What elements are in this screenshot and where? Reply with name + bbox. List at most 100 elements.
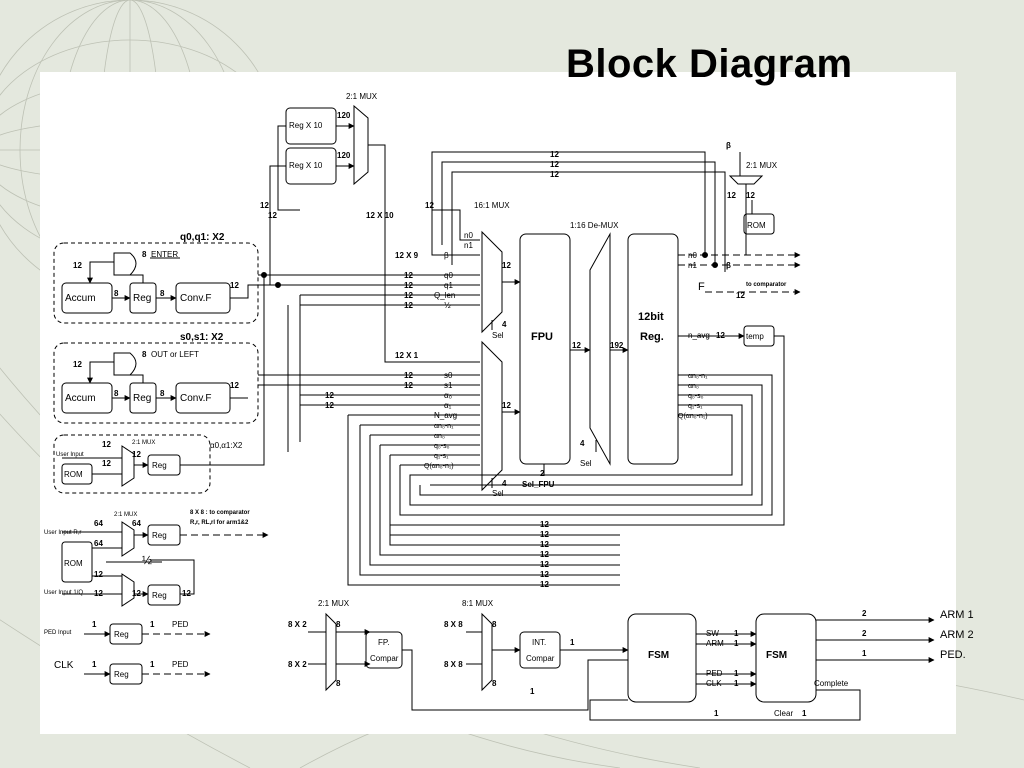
alpha01-label: α0,α1:X2 (210, 441, 243, 450)
sel-fpu-label: Sel_FPU (522, 480, 555, 489)
width-12-top1: 12 (550, 150, 559, 159)
out-left-label: OUT or LEFT (151, 350, 199, 359)
am3-label: q₀-s₀ (434, 443, 450, 450)
mux-small1-shape (121, 445, 135, 487)
width-2-arm1: 2 (862, 609, 867, 618)
arm1-label: ARM 1 (940, 609, 974, 621)
width-12-half: 12 (404, 301, 413, 310)
o1-label: αn₀-n₁ (688, 373, 708, 380)
am1-label: αn₀-n₁ (434, 423, 454, 430)
mux-small2-label: 2:1 MUX (114, 512, 137, 518)
width-12-q0: 12 (404, 271, 413, 280)
width-1-clr1: 1 (714, 709, 719, 718)
width-12-bus1: 12 (540, 530, 549, 539)
rom-right-box (743, 213, 775, 235)
width-12-bus6: 12 (540, 580, 549, 589)
out-n1-label: n1 (688, 261, 697, 270)
arm2-label: ARM 2 (940, 629, 974, 641)
q-len-label: Q_len (434, 291, 455, 300)
fp-mux-shape (325, 612, 337, 692)
out-n0-label: n0 (688, 251, 697, 260)
n-avg-in-label: N_avg (434, 411, 457, 420)
o4-label: q₁-s₁ (688, 403, 703, 410)
am5-label: Q(αn₀-n₁) (424, 463, 454, 470)
width-1-ped: 1 (862, 649, 867, 658)
width-12-l3: 12 (425, 201, 434, 210)
width-1-fp: 1 (530, 687, 535, 696)
width-1-int: 1 (570, 638, 575, 647)
width-8-fa: 8 (336, 620, 341, 629)
q0-label: q0 (444, 271, 453, 280)
width-12-bus7: 12 (540, 520, 549, 529)
width-12-bus2: 12 (540, 540, 549, 549)
q01-group-box (53, 242, 259, 324)
width-1-pedf: 1 (734, 669, 739, 678)
rom-r-label: ROM (64, 559, 83, 568)
reg-ped-label: Reg (114, 630, 129, 639)
demux-label: 1:16 De-MUX (570, 221, 619, 230)
int-label-b: Compar (526, 654, 555, 663)
width-4-sel2: 4 (502, 479, 507, 488)
adder2-shape (113, 352, 137, 376)
width-12-r3: 12 (132, 589, 141, 598)
width-1-sw: 1 (734, 629, 739, 638)
mux2-right-shape (728, 175, 764, 185)
mux-small1-label: 2:1 MUX (132, 440, 155, 446)
adder1-shape (113, 252, 137, 276)
s1-label: s1 (444, 381, 453, 390)
rom-r-box (61, 541, 93, 583)
width-8-a1: 8 (114, 289, 119, 298)
mux16-a-shape (481, 230, 503, 334)
beta-top-label: β (726, 141, 731, 150)
o2-label: αn₀ (688, 383, 699, 390)
width-12-rm2: 12 (746, 191, 755, 200)
q01-group-label: q0,q1: X2 (180, 232, 225, 243)
clk-label: CLK (54, 660, 74, 671)
reg-r1-label: Reg (152, 531, 167, 540)
alpha1-label: α₁ (444, 401, 452, 410)
mux2-top-label: 2:1 MUX (346, 92, 378, 101)
reg-x10-a-label: Reg X 10 (289, 121, 323, 130)
reg-ui-label: Reg (152, 461, 167, 470)
width-12-f: 12 (736, 291, 745, 300)
width-8-b1: 8 (160, 289, 165, 298)
width-12-l2: 12 (268, 211, 277, 220)
width-12-navg: 12 (716, 331, 725, 340)
page-title: Block Diagram (566, 42, 853, 86)
width-8-enter: 8 (142, 250, 147, 259)
user-input-q-label: User Input 1/Q (44, 590, 83, 596)
half-b-label: ½ (142, 553, 152, 567)
width-12-ui2: 12 (132, 450, 141, 459)
width-12-s1: 12 (404, 381, 413, 390)
width-8x8-b: 8 X 8 (444, 660, 463, 669)
fsm1-box (627, 613, 697, 703)
fp-label-a: FP. (378, 638, 389, 647)
width-12-rm1: 12 (727, 191, 736, 200)
width-12-a0: 12 (325, 391, 334, 400)
o5-label: Q(αn₀-n₁) (678, 413, 708, 420)
half-label: ½ (444, 301, 451, 310)
width-120-b: 120 (337, 151, 351, 160)
sel1-label: Sel (492, 331, 504, 340)
ped-input-label: PED Input (44, 630, 72, 636)
width-8x2-b: 8 X 2 (288, 660, 307, 669)
accum1-label: Accum (65, 293, 96, 304)
am2-label: αn₀ (434, 433, 445, 440)
width-12-g1: 12 (73, 261, 82, 270)
width-12-c2: 12 (230, 381, 239, 390)
temp-label: temp (746, 332, 764, 341)
mux16-label: 16:1 MUX (474, 201, 510, 210)
rom-right-label: ROM (747, 221, 766, 230)
to-comparator-1: to comparator (746, 282, 787, 288)
width-2-arm2: 2 (862, 629, 867, 638)
width-64-3: 64 (94, 539, 103, 548)
width-12-top3: 12 (550, 170, 559, 179)
comp8x8-label: 8 X 8 : to comparator (190, 510, 250, 516)
reg12-label-b: Reg. (640, 331, 664, 343)
mux-small2-shape (121, 521, 135, 557)
s01-group-box (53, 342, 259, 424)
width-12-l1: 12 (260, 201, 269, 210)
width-12-bus3: 12 (540, 550, 549, 559)
complete-label: Complete (814, 679, 849, 688)
width-12-r4: 12 (182, 589, 191, 598)
